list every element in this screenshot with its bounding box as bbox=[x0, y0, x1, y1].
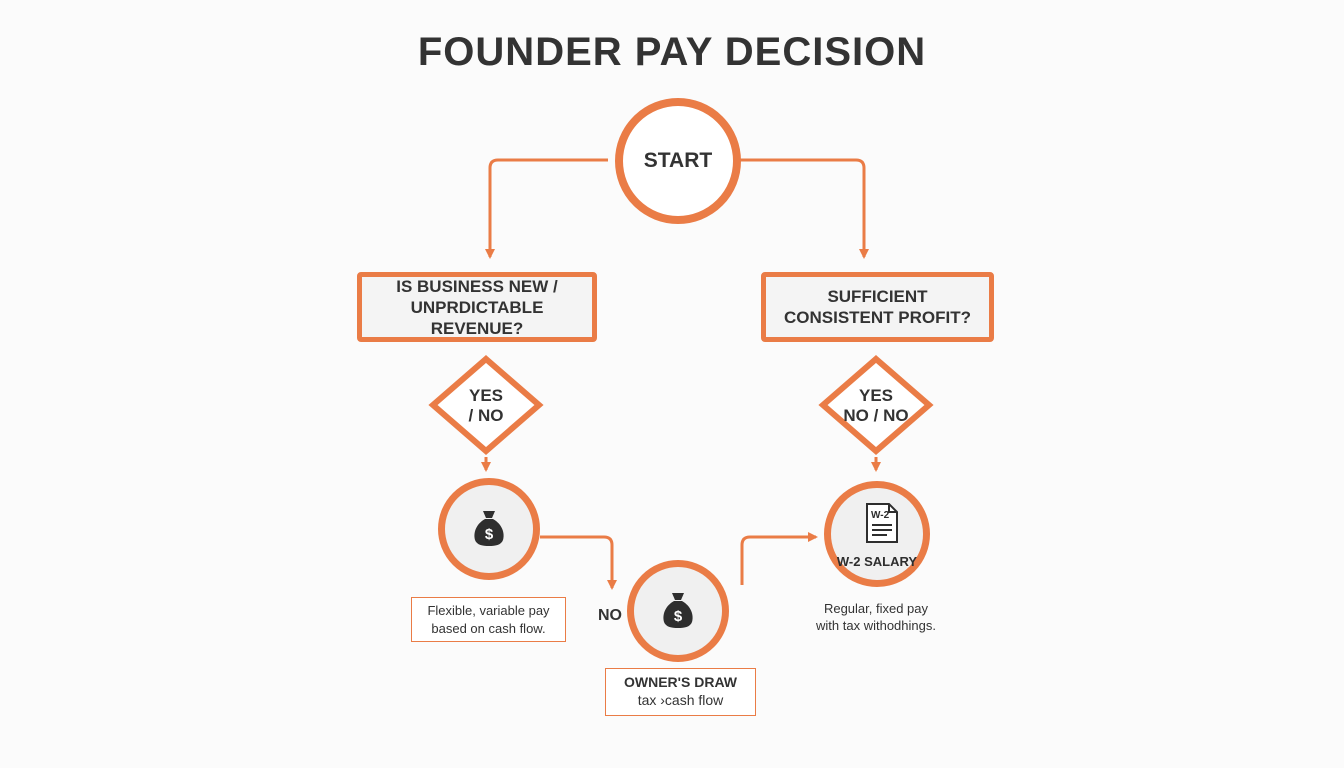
note-line-2: tax ›cash flow bbox=[637, 692, 724, 708]
arrow-start-to-left bbox=[485, 158, 608, 259]
diamond-line-1: YES bbox=[468, 386, 504, 405]
variable-pay-node: $ bbox=[438, 478, 540, 580]
no-label: NO bbox=[598, 607, 622, 624]
start-label: START bbox=[643, 149, 713, 172]
w2-doc-label: W-2 bbox=[871, 510, 890, 521]
left-diamond bbox=[428, 355, 544, 455]
question-new-business: IS BUSINESS NEW / UNPRDICTABLE REVENUE? bbox=[357, 272, 597, 342]
right-diamond-label: YES NO / NO bbox=[826, 386, 926, 426]
page-title: FOUNDER PAY DECISION bbox=[417, 30, 927, 74]
diamond-line-1: YES bbox=[858, 386, 894, 405]
w2-salary-node: W-2 W-2 SALARY bbox=[824, 481, 930, 587]
left-diamond-label: YES / NO bbox=[446, 386, 526, 426]
question-line-2: CONSISTENT PROFIT? bbox=[784, 308, 971, 327]
arrow-start-to-right bbox=[736, 158, 869, 259]
question-line-1: SUFFICIENT bbox=[827, 287, 928, 306]
money-bag-icon: $ bbox=[663, 593, 693, 628]
question-line-1: IS BUSINESS NEW / bbox=[396, 276, 558, 296]
variable-pay-note: Flexible, variable pay based on cash flo… bbox=[411, 597, 566, 642]
question-line-2: UNPRDICTABLE REVENUE? bbox=[410, 297, 544, 338]
owners-draw-node: $ bbox=[627, 560, 729, 662]
right-diamond bbox=[818, 355, 934, 455]
w2-salary-note: Regular, fixed pay with tax withodhings. bbox=[796, 600, 956, 634]
svg-text:$: $ bbox=[674, 608, 683, 625]
note-line-1: Flexible, variable pay bbox=[427, 603, 550, 618]
question-sufficient-profit: SUFFICIENT CONSISTENT PROFIT? bbox=[761, 272, 994, 342]
note-line-1: OWNER'S DRAW bbox=[624, 674, 737, 690]
owners-draw-note: OWNER'S DRAW tax ›cash flow bbox=[605, 668, 756, 716]
diamond-line-2: NO / NO bbox=[843, 406, 909, 425]
w2-salary-label: W-2 SALARY bbox=[836, 554, 918, 569]
svg-text:$: $ bbox=[485, 526, 494, 543]
money-bag-icon: $ bbox=[474, 511, 504, 546]
arrow-left-circle-to-middle bbox=[540, 535, 617, 590]
w2-document-icon: W-2 bbox=[866, 503, 898, 543]
start-node: START bbox=[615, 98, 741, 224]
note-line-2: with tax withodhings. bbox=[816, 618, 936, 633]
note-line-2: based on cash flow. bbox=[431, 621, 546, 636]
note-line-1: Regular, fixed pay bbox=[823, 601, 929, 616]
diamond-line-2: / NO bbox=[468, 406, 504, 425]
arrow-middle-to-right bbox=[740, 532, 818, 585]
